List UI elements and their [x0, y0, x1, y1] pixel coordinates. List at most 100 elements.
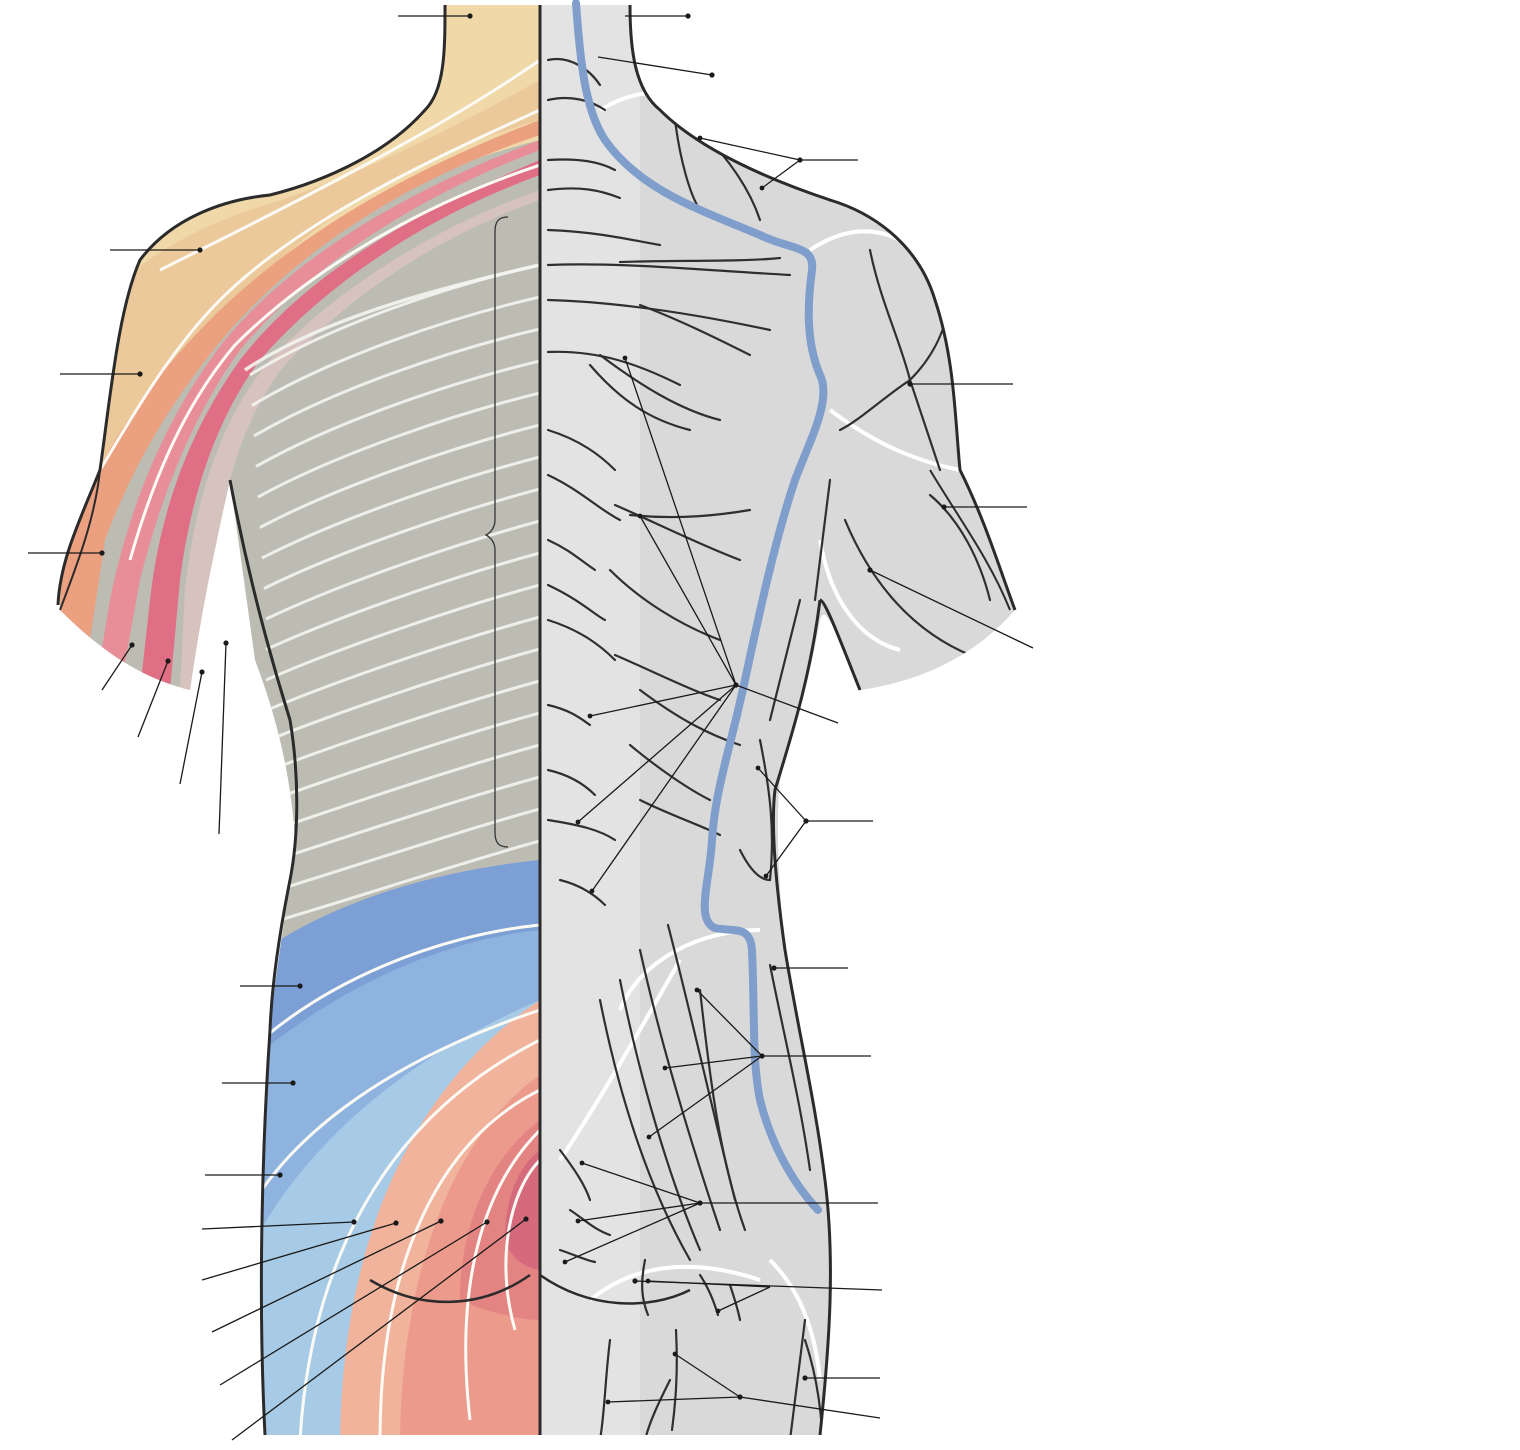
leader-dot-6 — [199, 669, 205, 675]
leader-line-5 — [137, 660, 169, 738]
fan-leader-4-1 — [577, 1202, 701, 1222]
leader-dot-12 — [393, 1220, 399, 1226]
fan-leader-2-1 — [765, 820, 807, 877]
leader-dot-20 — [941, 504, 947, 510]
arm-outlines — [59, 469, 1011, 611]
leader-dot-21 — [867, 567, 873, 573]
gluteal-folds — [369, 1145, 691, 1305]
nerve-branch-54 — [670, 1328, 678, 1432]
leader-dot-10 — [277, 1172, 283, 1178]
fan-leader-2-0 — [757, 767, 807, 822]
fan-leader-4-0 — [581, 1162, 701, 1204]
leader-dot-1 — [197, 247, 203, 253]
fan-dot-1-2 — [587, 713, 593, 719]
nerve-branch-25 — [546, 818, 617, 842]
thoracic-separator-9 — [265, 551, 540, 651]
leader-line-11 — [201, 1221, 355, 1230]
nerve-branch-52 — [728, 1283, 742, 1322]
fan-leader-5-0 — [647, 1280, 771, 1288]
nerve-branch-3 — [546, 187, 622, 200]
fan-dot-2-1 — [763, 873, 769, 879]
fan-leader-0-0 — [699, 137, 801, 161]
nerve-branch-10 — [598, 353, 722, 422]
fan-dot-6-0 — [605, 1399, 611, 1405]
nerve-branch-48 — [568, 1208, 612, 1237]
lumbosacral-band-separators — [238, 923, 540, 1435]
nerve-branch-33 — [908, 378, 942, 472]
fan-dot-0-1 — [759, 185, 765, 191]
body-outline — [56, 4, 1017, 1436]
leader-dot-28 — [802, 1375, 808, 1381]
leader-dot-18 — [797, 157, 803, 163]
nerve-branch-2 — [546, 158, 617, 172]
nerve-branch-30 — [868, 248, 912, 382]
thoracic-separator-6 — [261, 455, 540, 560]
fan-leader-1-2 — [589, 684, 737, 717]
fan-dot-0-0 — [697, 135, 703, 141]
fan-leader-1-4 — [591, 684, 737, 892]
leader-dot-19 — [907, 381, 913, 387]
nerve-branch-39 — [738, 848, 772, 882]
nerve-branch-12 — [546, 428, 617, 472]
fan-leader-4-2 — [564, 1202, 701, 1263]
nerve-branch-21 — [546, 703, 592, 727]
fan-dot-5-0 — [645, 1278, 651, 1284]
cervical-band-separators — [98, 58, 540, 561]
cutaneous-nerve-half — [540, 5, 1015, 1435]
leader-line-29 — [739, 1396, 881, 1419]
thoracic-separator-16 — [265, 775, 540, 865]
nerve-branch-16 — [546, 538, 597, 572]
nerve-branch-45 — [598, 998, 692, 1262]
leader-dot-7 — [223, 640, 229, 646]
leader-dot-23 — [803, 818, 809, 824]
fan-leader-5-1 — [717, 1286, 771, 1312]
leader-line-17 — [597, 56, 713, 76]
leader-dot-2 — [137, 371, 143, 377]
fan-leader-1-3 — [577, 684, 737, 823]
thoracic-separator-12 — [265, 647, 540, 743]
thoracic-separator-11 — [265, 615, 540, 712]
fan-leader-3-2 — [648, 1055, 763, 1138]
leader-dot-16 — [685, 13, 691, 19]
leader-line-21 — [869, 569, 1034, 649]
leader-dot-27 — [632, 1278, 638, 1284]
leader-dot-3 — [99, 550, 105, 556]
thoracic-separator-13 — [265, 679, 540, 773]
leader-line-13 — [211, 1220, 442, 1333]
thoracic-separator-14 — [265, 711, 540, 804]
leader-dot-5 — [165, 658, 171, 664]
leader-dot-29 — [737, 1394, 743, 1400]
nerve-branch-17 — [546, 583, 607, 622]
thoracic-separator-10 — [265, 583, 540, 682]
leader-dot-9 — [290, 1080, 296, 1086]
nerve-branch-50 — [641, 1258, 650, 1317]
nerve-branch-1 — [546, 96, 607, 112]
nerve-branch-47 — [558, 1148, 592, 1202]
nerve-branch-43 — [638, 948, 722, 1232]
thoracic-separator-7 — [263, 487, 540, 590]
thoracic-bracket — [484, 216, 509, 848]
thoracic-separator-17 — [265, 807, 540, 895]
thoracic-separator-18 — [265, 839, 540, 926]
nerve-branch-49 — [558, 1248, 597, 1264]
leader-lines — [28, 15, 1034, 1441]
fan-dot-5-1 — [715, 1308, 721, 1314]
fan-leader-6-1 — [674, 1353, 741, 1398]
nerve-branch-4 — [546, 228, 662, 247]
fan-leader-3-1 — [664, 1055, 763, 1069]
fan-dot-3-1 — [662, 1065, 668, 1071]
nerve-branch-6 — [618, 256, 782, 264]
leader-line-15 — [231, 1218, 527, 1441]
thoracic-separator-2 — [253, 327, 540, 438]
leader-dot-24 — [771, 965, 777, 971]
thoracic-separator-5 — [259, 423, 540, 529]
nerve-branch-34 — [928, 493, 992, 602]
thoracic-separator-15 — [265, 743, 540, 834]
fan-leader-6-0 — [607, 1396, 741, 1403]
nerve-branch-8 — [638, 303, 752, 357]
fan-dot-1-1 — [637, 513, 643, 519]
leader-dots — [99, 13, 947, 1405]
dermatome-half — [60, 5, 540, 1435]
nerve-branch-9 — [546, 350, 682, 387]
